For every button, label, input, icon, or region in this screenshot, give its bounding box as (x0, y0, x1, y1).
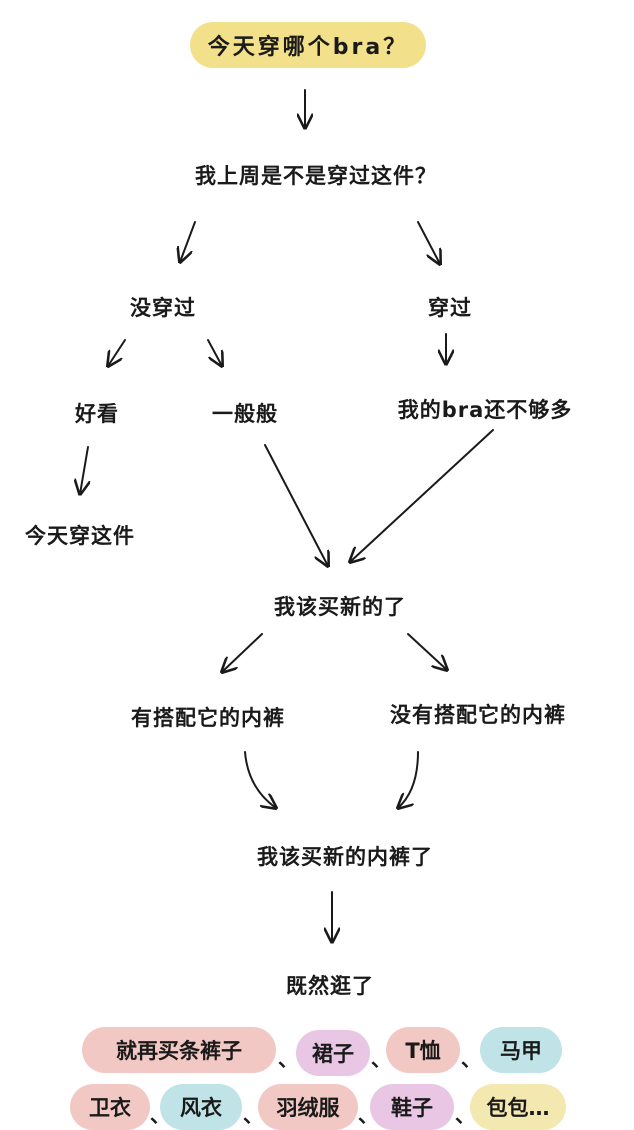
arrow-no-match-to-buy-panties (398, 751, 419, 808)
item-label: 风衣 (180, 1096, 222, 1120)
arrow-not-worn-to-so-so (207, 339, 222, 366)
arrow-pretty-to-wear-this (80, 446, 88, 494)
item-label: 包包… (486, 1096, 550, 1120)
arrow-not-enough-to-buy-new (350, 429, 494, 562)
title-badge: 今天穿哪个bra？ (190, 22, 426, 68)
arrow-buy-new-to-has-match (222, 633, 263, 672)
item-pill-shoes: 鞋子 (370, 1084, 454, 1130)
item-label: 裙子 (312, 1042, 354, 1066)
node-worn-last-week-question: 我上周是不是穿过这件？ (195, 164, 437, 188)
item-pill-skirt: 裙子 (296, 1030, 370, 1076)
item-label: 卫衣 (89, 1096, 131, 1120)
node-since-shopping: 既然逛了 (286, 974, 374, 998)
item-pill-trench-coat: 风衣 (160, 1084, 242, 1130)
item-pill-bags: 包包… (470, 1084, 566, 1130)
item-pill-vest: 马甲 (480, 1027, 562, 1073)
node-not-worn: 没穿过 (130, 296, 196, 320)
arrow-so-so-to-buy-new (264, 444, 328, 566)
node-wear-this-today: 今天穿这件 (25, 524, 135, 548)
arrow-buy-new-to-no-match (407, 633, 447, 670)
node-worn: 穿过 (428, 296, 472, 320)
title-text: 今天穿哪个bra？ (207, 35, 409, 60)
item-label: 马甲 (500, 1039, 542, 1063)
item-pill-down-jacket: 羽绒服 (258, 1084, 358, 1130)
node-has-matching-panties: 有搭配它的内裤 (131, 706, 285, 730)
item-label: 羽绒服 (276, 1096, 340, 1120)
item-pill-tshirt: T恤 (386, 1027, 460, 1073)
separator: 、 (278, 1047, 298, 1071)
separator: 、 (461, 1047, 481, 1071)
node-no-matching-panties: 没有搭配它的内裤 (390, 703, 566, 727)
item-label: 就再买条裤子 (116, 1039, 242, 1063)
node-so-so: 一般般 (212, 402, 278, 426)
arrow-has-match-to-buy-panties (244, 751, 276, 808)
item-label: T恤 (405, 1039, 441, 1063)
arrow-not-worn-to-pretty (108, 339, 126, 366)
item-pill-hoodie: 卫衣 (70, 1084, 150, 1130)
node-not-enough-bras: 我的bra还不够多 (397, 398, 573, 422)
node-buy-new-panties: 我该买新的内裤了 (257, 845, 433, 869)
arrow-q1-to-worn (417, 221, 440, 264)
node-pretty: 好看 (75, 402, 119, 426)
item-label: 鞋子 (391, 1096, 433, 1120)
arrow-q1-to-not-worn (180, 221, 196, 262)
item-pill-pants: 就再买条裤子 (82, 1027, 276, 1073)
node-buy-new: 我该买新的了 (274, 595, 406, 619)
